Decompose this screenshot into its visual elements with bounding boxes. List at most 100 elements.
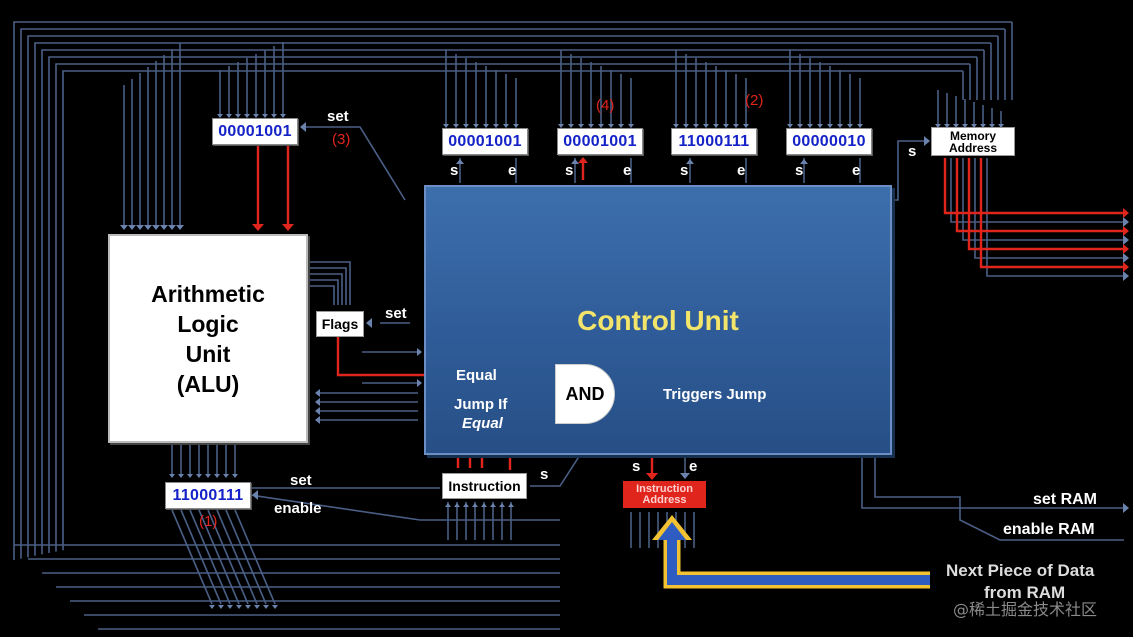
wire-arrowhead (1123, 208, 1129, 218)
bus-wire (27, 35, 998, 558)
triggers-jump-label: Triggers Jump (663, 386, 767, 403)
wire-arrowhead (463, 503, 469, 507)
bus-wire (55, 63, 970, 552)
wire-arrowhead (169, 474, 175, 478)
wire-arrowhead (254, 605, 260, 609)
register-3: 11000111 (671, 128, 757, 155)
wire-arrowhead (443, 124, 449, 128)
bus-wire (308, 285, 335, 305)
wire-arrowhead (315, 389, 320, 397)
bus-wire (950, 158, 1124, 223)
wire-arrowhead (508, 503, 514, 507)
next-data-arrow (663, 536, 930, 589)
annotation-3: (3) (332, 131, 351, 148)
reg3-set-label: s (680, 162, 689, 179)
wire-arrowhead (262, 114, 268, 118)
wire-arrowhead (232, 474, 238, 478)
register-alu-input: 00001001 (212, 118, 298, 145)
alu-input-set-label: set (327, 108, 349, 125)
wire-arrowhead (558, 124, 564, 128)
bus-wire (20, 28, 1005, 559)
wire-arrowhead (271, 114, 277, 118)
bus-wire (13, 21, 1012, 560)
register-4: 00000010 (786, 128, 872, 155)
wire-arrowhead (827, 124, 833, 128)
wire-arrowhead (472, 503, 478, 507)
wire-arrowhead (128, 225, 136, 230)
instruction-register: Instruction (442, 473, 527, 499)
wire-arrowhead (989, 124, 995, 128)
set-ram-label: set RAM (1033, 491, 1098, 508)
wire-arrowhead (503, 124, 509, 128)
jump-if-equal-label: Equal (462, 415, 503, 432)
wire-arrowhead (490, 503, 496, 507)
watermark: @稀土掘金技术社区 (953, 600, 1098, 619)
wire-arrowhead (837, 124, 843, 128)
flags-set-label: set (385, 305, 407, 322)
wire-arrowhead (800, 159, 808, 164)
wire-arrowhead (857, 124, 863, 128)
bus-wire (530, 454, 581, 487)
flags-register: Flags (316, 311, 364, 337)
wire-arrowhead (618, 124, 624, 128)
wire-arrowhead (703, 124, 709, 128)
from-ram-label: from RAM (984, 583, 1066, 602)
wire-arrowhead (136, 225, 144, 230)
wire-arrowhead (733, 124, 739, 128)
wire-arrowhead (263, 605, 269, 609)
wire-arrowhead (280, 114, 286, 118)
register-alu-output: 11000111 (165, 482, 251, 509)
bus-wire (308, 261, 351, 305)
ia-enable-label: e (689, 458, 698, 475)
jump-if-label: Jump If (454, 396, 508, 413)
wire-arrowhead (168, 225, 176, 230)
wire-arrowhead (160, 225, 168, 230)
alu-line2: Logic (177, 310, 239, 337)
ia-set-label: s (632, 458, 641, 475)
alu-line4: (ALU) (176, 370, 240, 397)
wire-arrowhead (152, 225, 160, 230)
alu-line3: Unit (185, 340, 231, 367)
wire-arrowhead (463, 124, 469, 128)
wire-arrowhead (235, 114, 241, 118)
reg1-set-label: s (450, 162, 459, 179)
wire-arrowhead (787, 124, 793, 128)
wire-arrowhead (218, 605, 224, 609)
wire-arrowhead (723, 124, 729, 128)
wire-arrowhead (578, 157, 588, 163)
bus-wire (962, 158, 1124, 241)
wire-arrowhead (366, 318, 372, 328)
wire-arrowhead (962, 124, 968, 128)
wire-arrowhead (1123, 253, 1129, 263)
wire-arrowhead (1123, 244, 1129, 254)
wire-arrowhead (176, 225, 184, 230)
wire-arrowhead (598, 124, 604, 128)
register-1: 00001001 (442, 128, 528, 155)
wire-arrowhead (608, 124, 614, 128)
active-wire (967, 158, 1124, 251)
wire-arrowhead (252, 490, 258, 500)
wire-arrowhead (568, 124, 574, 128)
register-2: 00001001 (557, 128, 643, 155)
wire-arrowhead (971, 124, 977, 128)
bus-wire (189, 509, 231, 605)
wire-arrowhead (252, 224, 264, 231)
bus-wire (34, 42, 991, 556)
wire-arrowhead (797, 124, 803, 128)
enable-ram-label: enable RAM (1003, 521, 1095, 538)
bus-wire (890, 140, 926, 201)
annotation-1: (1) (199, 513, 218, 530)
bus-wire (171, 509, 213, 605)
active-wire (943, 158, 1124, 215)
wire-arrowhead (245, 605, 251, 609)
memory-address-register: Memory Address (931, 127, 1015, 156)
wire-arrowhead (315, 416, 320, 424)
wire-arrowhead (272, 605, 278, 609)
wire-arrowhead (998, 124, 1004, 128)
wire-arrowhead (924, 136, 930, 146)
alu-box: Arithmetic Logic Unit (ALU) (108, 234, 308, 443)
wire-arrowhead (673, 124, 679, 128)
wire-arrowhead (578, 124, 584, 128)
wire-arrowhead (588, 124, 594, 128)
